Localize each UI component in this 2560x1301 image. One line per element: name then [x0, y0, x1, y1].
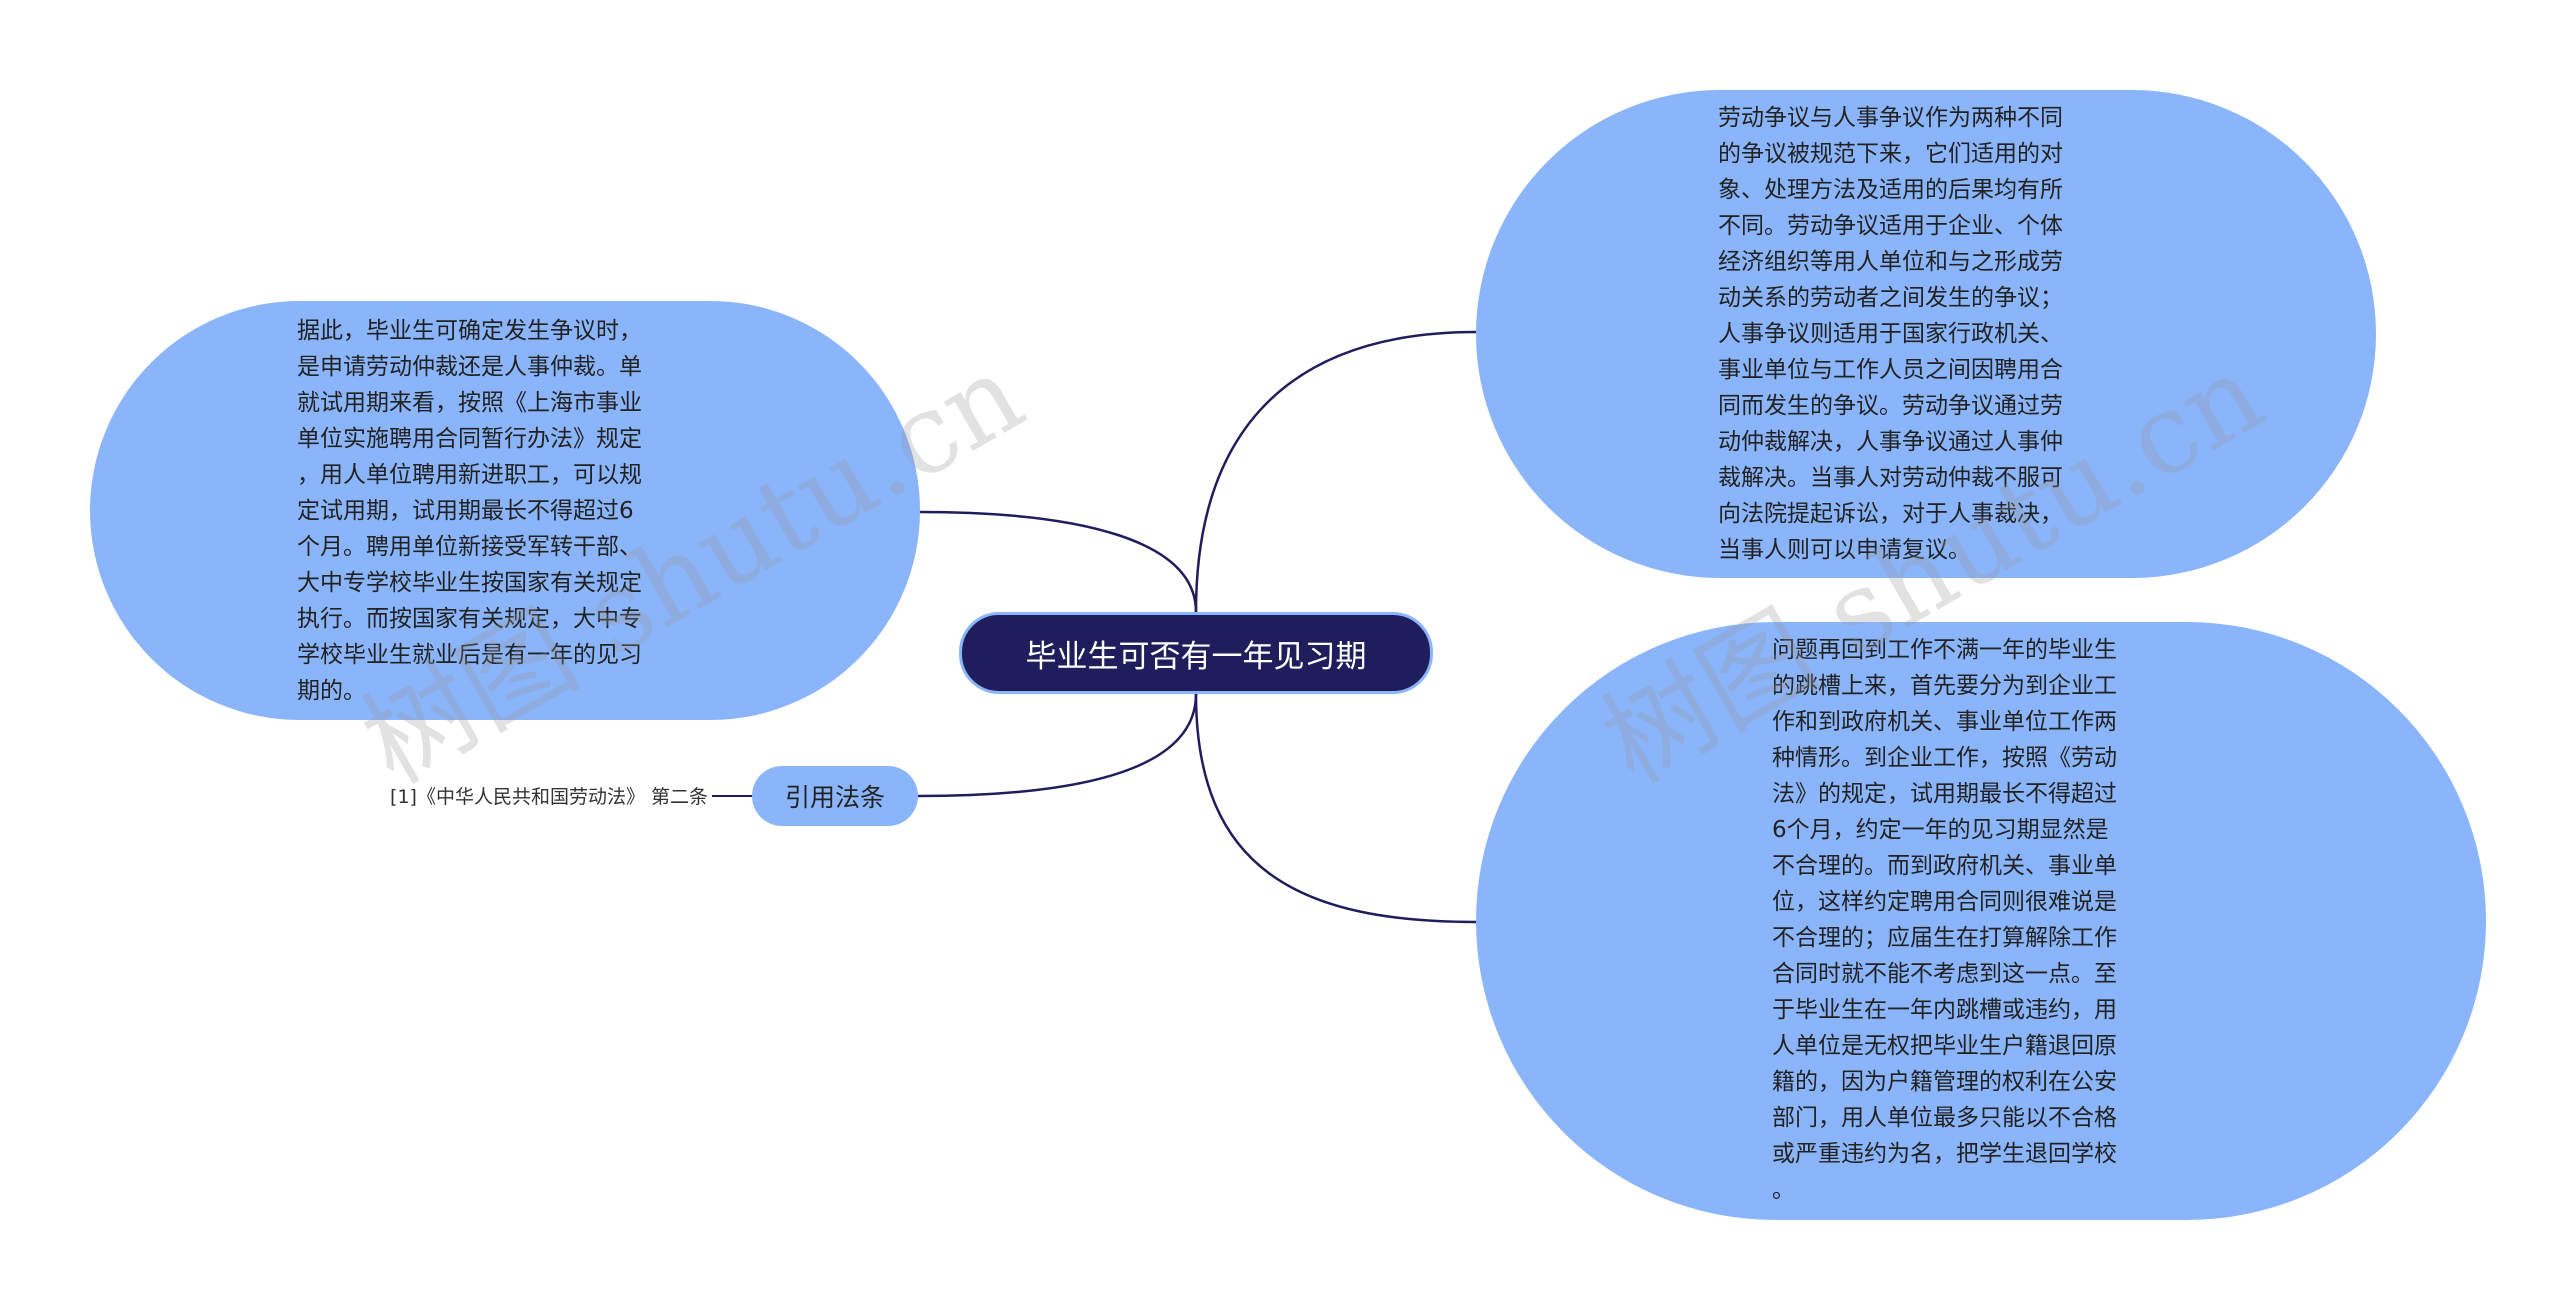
edge-root-right-top	[1194, 330, 1477, 613]
root-topic[interactable]: 毕业生可否有一年见习期	[959, 612, 1433, 694]
node-right-bottom-text: 问题再回到工作不满一年的毕业生 的跳槽上来，首先要分为到企业工 作和到政府机关、…	[1772, 637, 2117, 1203]
node-right-top[interactable]: 劳动争议与人事争议作为两种不同 的争议被规范下来，它们适用的对 象、处理方法及适…	[1476, 90, 2376, 578]
node-left-top[interactable]: 据此，毕业生可确定发生争议时， 是申请劳动仲裁还是人事仲裁。单 就试用期来看，按…	[90, 301, 920, 720]
citation-leaf[interactable]: [1]《中华人民共和国劳动法》 第二条	[390, 786, 708, 808]
edge-root-left-top	[919, 510, 1198, 613]
node-right-top-text: 劳动争议与人事争议作为两种不同 的争议被规范下来，它们适用的对 象、处理方法及适…	[1718, 105, 2063, 563]
edge-root-right-bottom	[1194, 693, 1477, 924]
node-citation[interactable]: 引用法条	[752, 766, 918, 826]
node-left-top-text: 据此，毕业生可确定发生争议时， 是申请劳动仲裁还是人事仲裁。单 就试用期来看，按…	[297, 318, 642, 704]
node-citation-label: 引用法条	[784, 783, 885, 812]
edge-root-citation	[917, 693, 1198, 798]
node-right-bottom[interactable]: 问题再回到工作不满一年的毕业生 的跳槽上来，首先要分为到企业工 作和到政府机关、…	[1476, 622, 2486, 1220]
root-topic-label: 毕业生可否有一年见习期	[1025, 638, 1367, 675]
